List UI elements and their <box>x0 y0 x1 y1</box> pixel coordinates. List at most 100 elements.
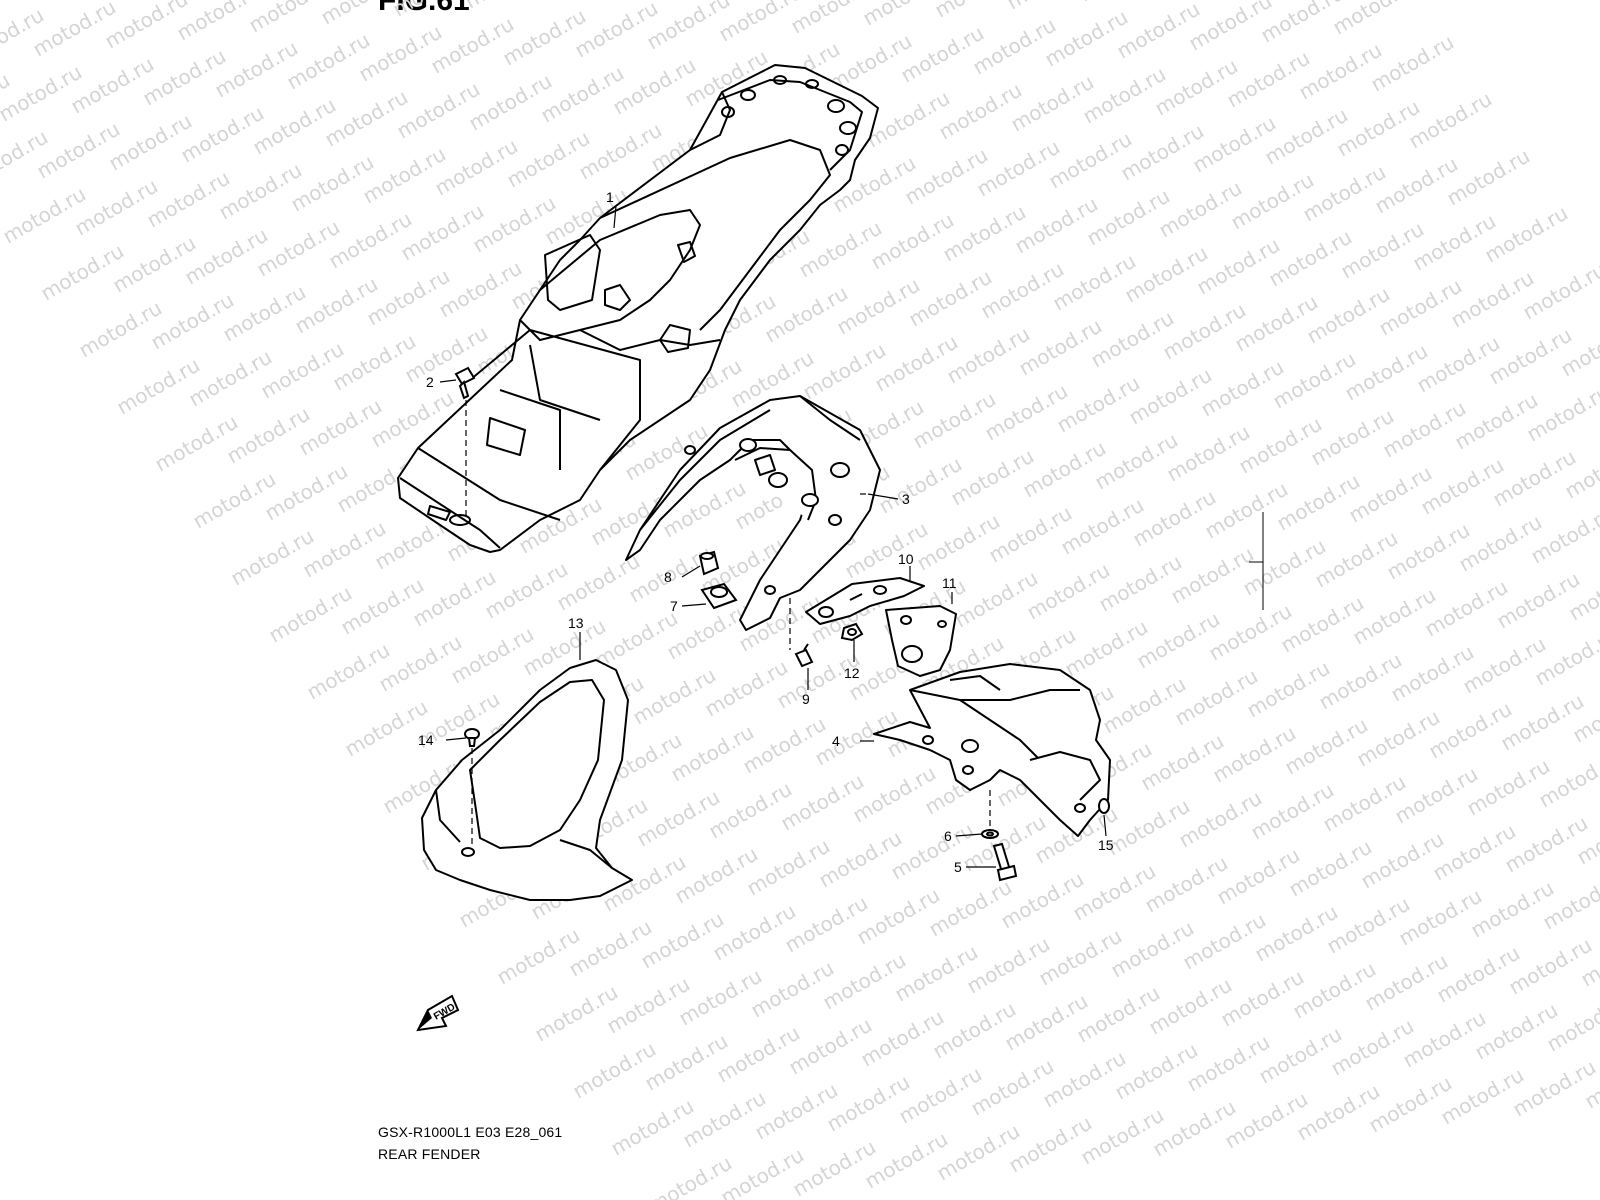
watermark-text: motod.ru <box>177 101 268 168</box>
callout-13: 13 <box>568 615 584 631</box>
callout-5: 5 <box>954 859 962 875</box>
watermark-text: motod.ru <box>0 0 82 4</box>
part-4-rear-fender-lower <box>873 663 1111 837</box>
watermark-text: motod.ru <box>1265 225 1356 292</box>
watermark-text: motod.ru <box>537 61 628 128</box>
watermark-text: motod.ru <box>1167 542 1258 609</box>
part-3-tail-bracket <box>625 395 881 631</box>
watermark-text: motod.ru <box>1201 477 1292 544</box>
watermark-text: motod.ru <box>257 337 348 404</box>
watermark-text: motod.ru <box>1217 965 1308 1032</box>
watermark-text: motod.ru <box>1281 713 1372 780</box>
callout-1: 1 <box>606 189 614 205</box>
watermark-text: motod.ru <box>963 932 1054 999</box>
watermark-text: motod.ru <box>337 573 428 640</box>
watermark-text: motod.ru <box>739 712 830 779</box>
watermark-text: motod.ru <box>751 1078 842 1145</box>
part-6-washer <box>981 829 999 839</box>
watermark-text: motod.ru <box>37 239 128 306</box>
watermark-text: motod.ru <box>929 997 1020 1064</box>
callout-8: 8 <box>664 569 672 585</box>
watermark-text: motod.ru <box>1387 640 1478 707</box>
watermark-text: motod.ru <box>1183 1030 1274 1097</box>
callout-7: 7 <box>670 598 678 614</box>
watermark-text: motod.ru <box>1129 485 1220 552</box>
watermark-text: motod.ru <box>833 273 924 340</box>
watermark-text: motod.ru <box>1399 1006 1490 1073</box>
watermark-text: motod.ru <box>667 720 758 787</box>
watermark-text: motod.ru <box>1447 266 1538 333</box>
watermark-text: motod.ru <box>789 1135 880 1200</box>
margin-mark <box>1249 512 1264 610</box>
watermark-text: motod.ru <box>105 109 196 176</box>
part-13-front-fender <box>421 659 633 901</box>
watermark-text: motod.ru <box>291 272 382 339</box>
watermark-text: motod.ru <box>1137 729 1228 796</box>
watermark-text: motod.ru <box>1433 941 1524 1008</box>
watermark-text: motod.ru <box>1159 298 1250 365</box>
watermark-text: motod.ru <box>1471 998 1562 1065</box>
watermark-text: motod.ru <box>867 208 958 275</box>
watermark-text: motod.ru <box>1437 1063 1528 1130</box>
watermark-text: motod.ru <box>1111 1038 1202 1105</box>
watermark-text: motod.ru <box>1451 388 1542 455</box>
watermark-text: motod.ru <box>1049 249 1140 316</box>
watermark-text: motod.ru <box>743 834 834 901</box>
watermark-text: motod.ru <box>1489 445 1580 512</box>
watermark-text: motod.ru <box>973 135 1064 202</box>
watermark-text: motod.ru <box>871 330 962 397</box>
watermark-text: motod.ru <box>1125 363 1216 430</box>
watermark-text: motod.ru <box>1467 876 1558 943</box>
watermark-text: motod.ru <box>591 606 682 673</box>
watermark-text: motod.ru <box>325 207 416 274</box>
watermark-text: motod.ru <box>609 53 700 120</box>
watermark-text: motod.ru <box>679 1086 770 1153</box>
callout-9: 9 <box>802 691 810 707</box>
callout-2: 2 <box>426 374 434 390</box>
watermark-text: motod.ru <box>761 281 852 348</box>
watermark-text: motod.ru <box>1015 314 1106 381</box>
watermark-text: motod.ru <box>401 321 492 388</box>
part-1-rear-fender-frame <box>397 64 879 553</box>
watermark-text: motod.ru <box>1345 461 1436 528</box>
watermark-text: motod.ru <box>493 923 584 990</box>
watermark-text: motod.ru <box>1247 778 1338 845</box>
fwd-arrow-icon: FWD <box>416 994 460 1032</box>
part-5-bolt <box>992 842 1018 882</box>
watermark-text: motod.ru <box>1057 493 1148 560</box>
watermark-text: motod.ru <box>147 288 238 355</box>
watermark-text: motod.ru <box>393 77 484 144</box>
watermark-text: motod.ru <box>1349 583 1440 650</box>
watermark-text: motod.ru <box>607 1094 698 1161</box>
watermark-text: motod.ru <box>641 1029 732 1096</box>
watermark-text: motod.ru <box>1163 420 1254 487</box>
callout-3: 3 <box>902 491 910 507</box>
watermark-text: motod.ru <box>1035 924 1126 991</box>
watermark-text: motod.ru <box>1285 835 1376 902</box>
watermark-text: motod.ru <box>1007 70 1098 137</box>
watermark-text: motod.ru <box>1501 811 1592 878</box>
watermark-text: motod.ru <box>1273 469 1364 536</box>
watermark-text: motod.ru <box>295 394 386 461</box>
callout-12: 12 <box>844 665 860 681</box>
watermark-text: motod.ru <box>33 117 124 184</box>
watermark-text: motod.ru <box>629 663 720 730</box>
watermark-text: motod.ru <box>71 174 162 241</box>
watermark-text: motod.ru <box>1319 770 1410 837</box>
watermark-text: motod.ru <box>897 21 988 88</box>
watermark-text: motod.ru <box>1493 567 1584 634</box>
watermark-text: motod.ru <box>1079 62 1170 129</box>
watermark-text: motod.ru <box>1421 575 1512 642</box>
watermark-text: motod.ru <box>823 1070 914 1137</box>
watermark-text: motod.ru <box>1429 819 1520 886</box>
part-12-nut <box>840 622 864 642</box>
watermark-text: motod.ru <box>1095 550 1186 617</box>
watermark-text: motod.ru <box>1277 591 1368 658</box>
watermark-text: motod.ru <box>1045 127 1136 194</box>
watermark-text: motod.ru <box>1103 794 1194 861</box>
watermark-text: motod.ru <box>1337 217 1428 284</box>
watermark-text: motod.ru <box>1209 721 1300 788</box>
watermark-text: motod.ru <box>1087 306 1178 373</box>
watermark-text: motod.ru <box>223 402 314 469</box>
